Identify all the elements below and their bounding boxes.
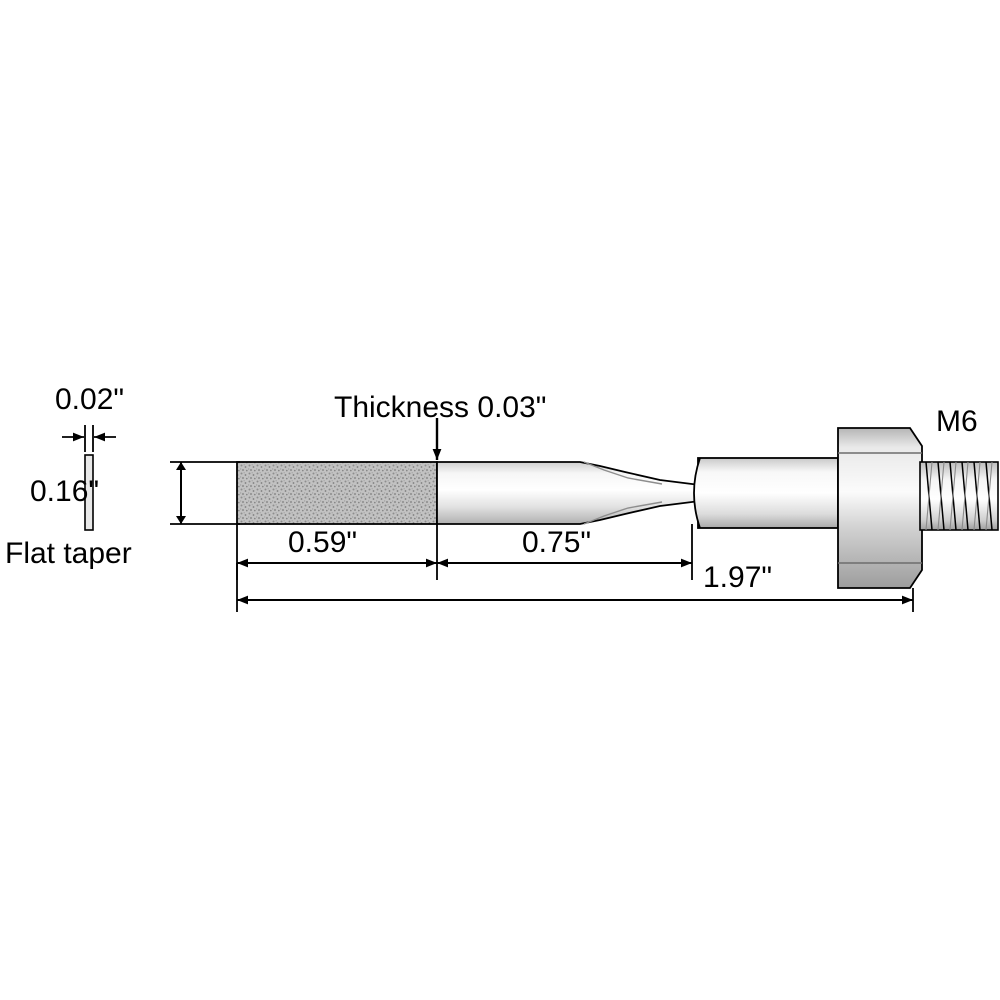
taper-length-dimension — [437, 524, 693, 580]
shank-left-cap — [693, 457, 701, 529]
thread-spec-label: M6 — [936, 405, 978, 438]
total-length-dimension — [236, 563, 914, 612]
taper-highlight-lower — [583, 501, 663, 525]
width-arrow-top — [176, 462, 186, 470]
flat-taper-label: Flat taper — [5, 537, 132, 570]
taper-highlight-upper — [583, 461, 663, 485]
edge-view-group — [62, 425, 116, 531]
threaded-stub — [919, 461, 999, 531]
thickness-label: Thickness 0.03" — [334, 391, 547, 424]
width-label: 0.16" — [30, 475, 100, 508]
width-dimension-group — [170, 461, 240, 525]
abrasive-section — [236, 461, 438, 525]
hex-collar — [837, 427, 923, 589]
width-arrow-bottom — [176, 516, 186, 524]
tapered-blade-section — [436, 461, 701, 525]
abrasive-length-label: 0.59" — [288, 526, 358, 559]
edge-view-sliver — [84, 454, 94, 531]
taper-length-label: 0.75" — [522, 526, 592, 559]
total-length-label: 1.97" — [703, 561, 773, 594]
edge-thickness-label: 0.02" — [55, 383, 125, 416]
thread-roots — [925, 461, 993, 531]
cylindrical-shank — [697, 457, 839, 529]
